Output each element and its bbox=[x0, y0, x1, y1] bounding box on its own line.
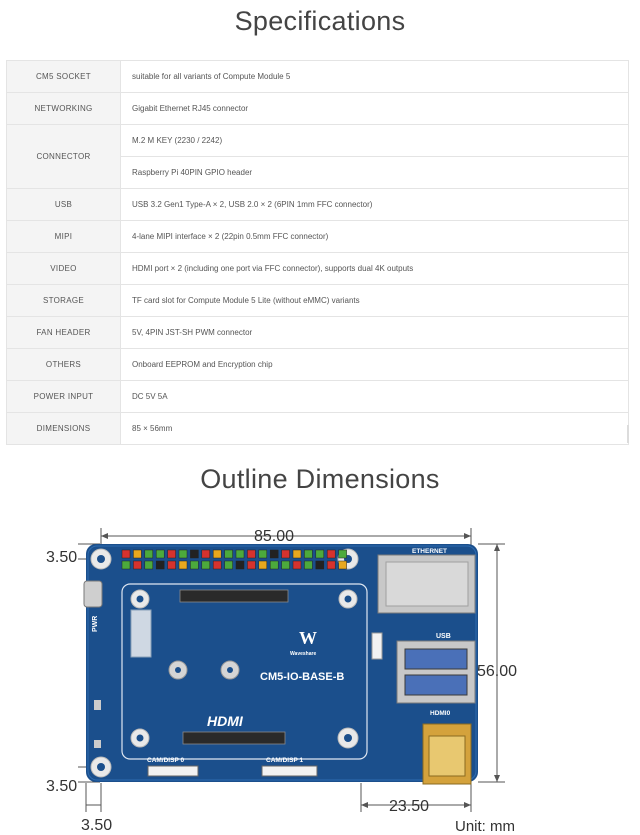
spec-label: POWER INPUT bbox=[6, 380, 121, 413]
usb-label: USB bbox=[436, 633, 451, 640]
cam-disp0-label: CAM/DISP 0 bbox=[147, 757, 184, 764]
gpio-pin bbox=[201, 549, 211, 559]
spec-label: CM5 SOCKET bbox=[6, 60, 121, 93]
gpio-pin bbox=[167, 549, 176, 559]
dim-height-label: 56.00 bbox=[477, 663, 517, 680]
gpio-pin bbox=[247, 560, 256, 570]
gpio-pin bbox=[258, 549, 268, 559]
table-row: MIPI 4-lane MIPI interface × 2 (22pin 0.… bbox=[6, 220, 629, 253]
pwr-label: PWR bbox=[92, 616, 99, 632]
gpio-pin bbox=[281, 560, 290, 570]
table-row: Raspberry Pi 40PIN GPIO header bbox=[7, 156, 629, 189]
spec-label: MIPI bbox=[6, 220, 121, 253]
spec-label: CONNECTOR bbox=[6, 124, 121, 189]
table-row: STORAGE TF card slot for Compute Module … bbox=[6, 284, 629, 317]
dim-width-label: 85.00 bbox=[254, 528, 294, 545]
gpio-pin bbox=[292, 549, 302, 559]
gpio-pin bbox=[269, 549, 279, 559]
gpio-pin bbox=[190, 560, 199, 570]
gpio-pin bbox=[304, 560, 313, 570]
gpio-pin bbox=[258, 560, 268, 570]
spec-value: 5V, 4PIN JST-SH PWM connector bbox=[120, 316, 629, 349]
spec-value: TF card slot for Compute Module 5 Lite (… bbox=[120, 284, 629, 317]
gpio-pin bbox=[292, 560, 302, 570]
outline-dimensions-title: Outline Dimensions bbox=[200, 464, 440, 494]
spec-value: Onboard EEPROM and Encryption chip bbox=[120, 348, 629, 381]
dim-left-offset-label: 3.50 bbox=[81, 817, 112, 834]
spec-label: FAN HEADER bbox=[6, 316, 121, 349]
gpio-pin bbox=[144, 549, 154, 559]
spec-value: USB 3.2 Gen1 Type-A × 2, USB 2.0 × 2 (6P… bbox=[120, 188, 629, 221]
spec-value: Raspberry Pi 40PIN GPIO header bbox=[120, 156, 629, 189]
specifications-title: Specifications bbox=[234, 6, 406, 36]
gpio-pin bbox=[133, 549, 142, 559]
gpio-pin bbox=[133, 560, 142, 570]
table-row: CONNECTOR M.2 M KEY (2230 / 2242) bbox=[6, 124, 629, 189]
brand-label: Waveshare bbox=[290, 651, 316, 657]
gpio-pin bbox=[178, 560, 188, 570]
table-row: OTHERS Onboard EEPROM and Encryption chi… bbox=[6, 348, 629, 381]
gpio-pin bbox=[315, 560, 325, 570]
gpio-pin bbox=[338, 549, 347, 559]
table-row: FAN HEADER 5V, 4PIN JST-SH PWM connector bbox=[6, 316, 629, 349]
gpio-pin bbox=[190, 549, 199, 559]
gpio-pin bbox=[281, 549, 290, 559]
gpio-pin bbox=[201, 560, 211, 570]
gpio-pin bbox=[144, 560, 154, 570]
hdmi0-label: HDMI0 bbox=[430, 710, 451, 717]
spec-label: VIDEO bbox=[6, 252, 121, 285]
table-row: USB USB 3.2 Gen1 Type-A × 2, USB 2.0 × 2… bbox=[6, 188, 629, 221]
table-row: DIMENSIONS 85 × 56mm bbox=[6, 412, 629, 445]
gpio-pin bbox=[338, 560, 347, 570]
table-row: CM5 SOCKET suitable for all variants of … bbox=[6, 60, 629, 93]
table-row: NETWORKING Gigabit Ethernet RJ45 connect… bbox=[6, 92, 629, 125]
spec-value: 85 × 56mm bbox=[120, 412, 629, 445]
gpio-pin bbox=[269, 560, 279, 570]
gpio-pin bbox=[212, 560, 222, 570]
unit-label: Unit: mm bbox=[455, 818, 515, 835]
spec-value: HDMI port × 2 (including one port via FF… bbox=[120, 252, 629, 285]
spec-value: DC 5V 5A bbox=[120, 380, 629, 413]
gpio-pin bbox=[155, 560, 165, 570]
hdmi-logo: HDMI bbox=[207, 713, 244, 729]
dim-top-offset-label: 3.50 bbox=[46, 549, 77, 566]
gpio-pin bbox=[167, 560, 176, 570]
gpio-pin bbox=[121, 560, 131, 570]
gpio-pin bbox=[247, 549, 256, 559]
table-row: VIDEO HDMI port × 2 (including one port … bbox=[6, 252, 629, 285]
spec-label: USB bbox=[6, 188, 121, 221]
waveshare-logo-icon: W bbox=[299, 628, 317, 648]
gpio-pin bbox=[235, 560, 245, 570]
gpio-pin bbox=[326, 549, 336, 559]
spec-value: Gigabit Ethernet RJ45 connector bbox=[120, 92, 629, 125]
gpio-pin bbox=[224, 560, 233, 570]
spec-value: 4-lane MIPI interface × 2 (22pin 0.5mm F… bbox=[120, 220, 629, 253]
gpio-pin bbox=[224, 549, 233, 559]
table-row: POWER INPUT DC 5V 5A bbox=[6, 380, 629, 413]
spec-label: STORAGE bbox=[6, 284, 121, 317]
gpio-pin bbox=[326, 560, 336, 570]
gpio-header bbox=[121, 549, 347, 570]
gpio-pin bbox=[121, 549, 131, 559]
model-label: CM5-IO-BASE-B bbox=[260, 671, 344, 683]
spec-label: NETWORKING bbox=[6, 92, 121, 125]
gpio-pin bbox=[178, 549, 188, 559]
spec-label: DIMENSIONS bbox=[6, 412, 121, 445]
spec-label: OTHERS bbox=[6, 348, 121, 381]
cam-disp1-label: CAM/DISP 1 bbox=[266, 757, 303, 764]
spec-table: CM5 SOCKET suitable for all variants of … bbox=[6, 60, 629, 445]
gpio-pin bbox=[304, 549, 313, 559]
table-edge-mark bbox=[627, 425, 629, 443]
spec-value: suitable for all variants of Compute Mod… bbox=[120, 60, 629, 93]
outline-dimensions-diagram: 85.00 56.00 3.50 3.50 3.50 23.50 Unit: m… bbox=[46, 528, 517, 835]
dim-bottom-offset-label: 3.50 bbox=[46, 778, 77, 795]
board-image: PWR ETHERNET USB HDMI0 CAM/DISP 0 CAM/DI… bbox=[83, 544, 478, 785]
gpio-pin bbox=[315, 549, 325, 559]
gpio-pin bbox=[235, 549, 245, 559]
gpio-pin bbox=[212, 549, 222, 559]
spec-value: M.2 M KEY (2230 / 2242) bbox=[120, 124, 629, 157]
gpio-pin bbox=[155, 549, 165, 559]
ethernet-label: ETHERNET bbox=[412, 548, 447, 555]
dim-usb-label: 23.50 bbox=[389, 798, 429, 815]
